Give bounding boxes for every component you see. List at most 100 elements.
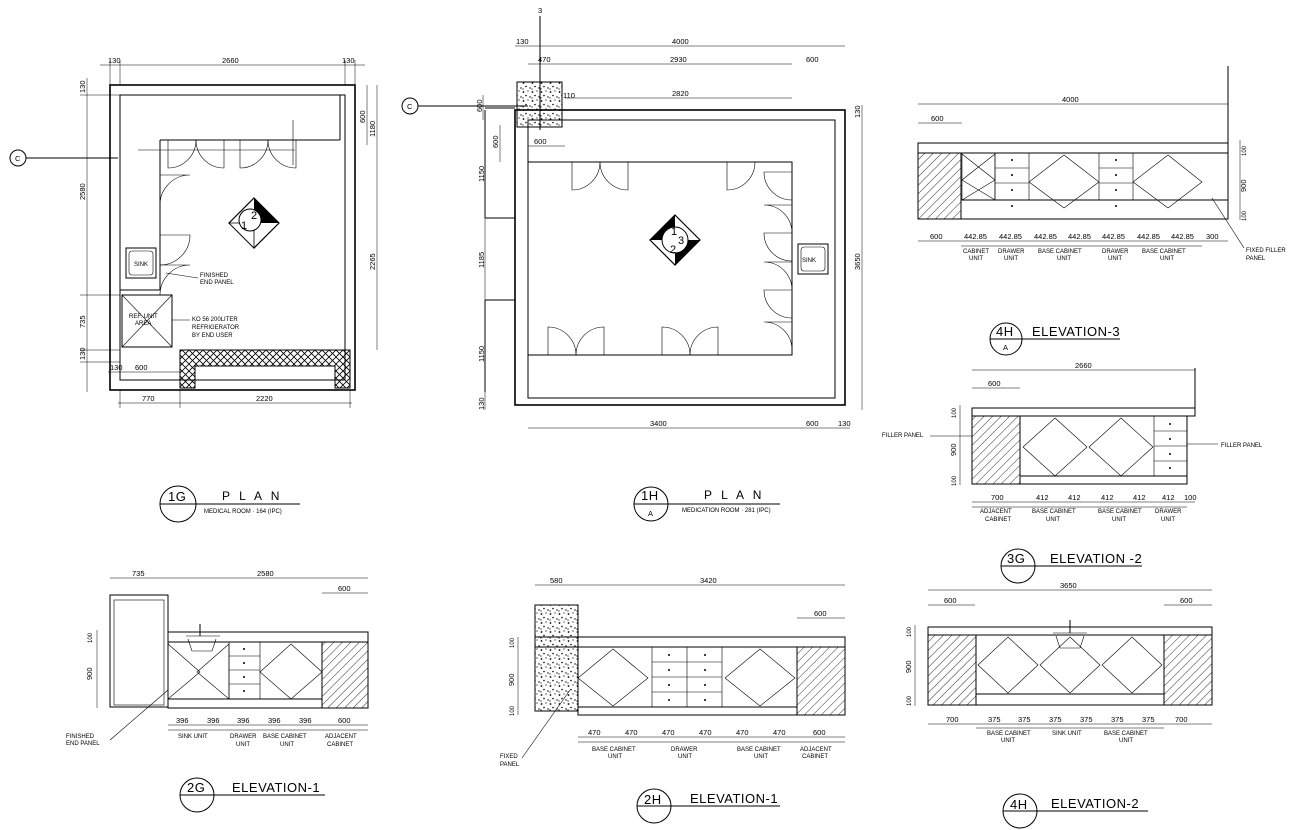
title-elevation-1-2h: 2H ELEVATION-1 xyxy=(636,788,780,824)
svg-text:4H: 4H xyxy=(996,324,1014,339)
svg-text:1185: 1185 xyxy=(477,252,486,268)
svg-text:2660: 2660 xyxy=(222,56,239,65)
svg-text:C: C xyxy=(407,102,413,111)
svg-text:1H: 1H xyxy=(641,488,659,503)
svg-text:375: 375 xyxy=(988,715,1001,724)
section-callout-diamond-h: 1 3 2 xyxy=(649,214,701,266)
svg-text:PANEL: PANEL xyxy=(1246,256,1266,262)
svg-text:3G: 3G xyxy=(1007,551,1025,566)
svg-text:ELEVATION-1: ELEVATION-1 xyxy=(690,791,778,806)
svg-text:1180: 1180 xyxy=(368,121,377,137)
svg-text:600: 600 xyxy=(806,55,819,64)
svg-text:412: 412 xyxy=(1036,493,1049,502)
svg-text:3: 3 xyxy=(538,6,542,15)
svg-text:396: 396 xyxy=(237,716,250,725)
svg-text:470: 470 xyxy=(699,728,712,737)
elevation-3: 4000 600 100 900 100 600 442.85 442.85 4… xyxy=(917,66,1286,262)
svg-text:FIXED FILLER: FIXED FILLER xyxy=(1246,248,1286,254)
svg-text:396: 396 xyxy=(299,716,312,725)
svg-text:130: 130 xyxy=(78,80,87,93)
svg-text:300: 300 xyxy=(1206,232,1219,241)
svg-text:1: 1 xyxy=(241,220,247,232)
svg-text:BASE CABINET: BASE CABINET xyxy=(1038,249,1082,255)
title-elevation-2-4h: 4H ELEVATION-2 xyxy=(1002,793,1148,829)
svg-text:UNIT: UNIT xyxy=(1160,256,1174,262)
title-plan-1g: 1G P L A N MEDICAL ROOM · 164 (IPC) xyxy=(159,485,300,523)
svg-text:CABINET: CABINET xyxy=(963,249,989,255)
svg-text:ELEVATION-2: ELEVATION-2 xyxy=(1051,796,1139,811)
elevation-1-2g: 735 2580 600 100 900 396 396 396 396 396… xyxy=(66,569,369,748)
svg-text:1G: 1G xyxy=(168,489,186,504)
svg-text:470: 470 xyxy=(736,728,749,737)
svg-text:KO 56 200LITER: KO 56 200LITER xyxy=(192,317,238,323)
title-elevation-2-3g: 3G ELEVATION -2 xyxy=(1000,548,1142,584)
svg-text:BASE CABINET: BASE CABINET xyxy=(987,731,1031,737)
svg-text:4000: 4000 xyxy=(1062,95,1079,104)
svg-text:UNIT: UNIT xyxy=(1119,738,1133,744)
svg-text:A: A xyxy=(648,509,653,518)
svg-text:CABINET: CABINET xyxy=(802,754,828,760)
svg-text:UNIT: UNIT xyxy=(1004,256,1018,262)
svg-text:130: 130 xyxy=(516,37,529,46)
title-elevation-1-2g: 2G ELEVATION-1 xyxy=(179,777,325,813)
sink-label: SINK xyxy=(134,262,148,268)
svg-text:BASE CABINET: BASE CABINET xyxy=(1032,509,1076,515)
svg-text:110: 110 xyxy=(563,91,575,100)
svg-text:ADJACENT: ADJACENT xyxy=(800,747,832,753)
svg-text:2580: 2580 xyxy=(257,569,274,578)
svg-text:4H: 4H xyxy=(1010,797,1028,812)
svg-text:700: 700 xyxy=(1175,715,1188,724)
svg-text:375: 375 xyxy=(1111,715,1124,724)
svg-text:100: 100 xyxy=(952,407,958,418)
svg-text:470: 470 xyxy=(625,728,638,737)
svg-text:UNIT: UNIT xyxy=(236,742,250,748)
svg-text:2: 2 xyxy=(670,244,676,256)
svg-text:ELEVATION -2: ELEVATION -2 xyxy=(1050,551,1142,566)
svg-text:3400: 3400 xyxy=(650,419,667,428)
svg-text:MEDICAL ROOM · 164 (IPC): MEDICAL ROOM · 164 (IPC) xyxy=(204,509,282,515)
svg-text:BASE CABINET: BASE CABINET xyxy=(1142,249,1186,255)
svg-text:BASE CABINET: BASE CABINET xyxy=(263,734,307,740)
elevation-2-3g: 2660 600 100 900 100 FILLER PANEL FILLER… xyxy=(882,361,1263,523)
svg-text:600: 600 xyxy=(534,137,547,146)
svg-text:600: 600 xyxy=(931,114,944,123)
svg-text:PANEL: PANEL xyxy=(500,762,520,768)
svg-text:UNIT: UNIT xyxy=(608,754,622,760)
svg-text:3420: 3420 xyxy=(700,576,717,585)
svg-text:412: 412 xyxy=(1068,493,1081,502)
svg-text:900: 900 xyxy=(904,660,913,673)
section-callout-diamond: 2 1 xyxy=(228,197,280,249)
svg-text:ELEVATION-3: ELEVATION-3 xyxy=(1032,324,1120,339)
svg-text:100: 100 xyxy=(907,626,913,637)
svg-text:412: 412 xyxy=(1101,493,1114,502)
svg-text:442.85: 442.85 xyxy=(964,232,987,241)
svg-text:1150: 1150 xyxy=(477,166,486,182)
svg-text:600: 600 xyxy=(930,232,943,241)
svg-text:3650: 3650 xyxy=(853,253,862,270)
svg-text:375: 375 xyxy=(1018,715,1031,724)
svg-text:BY END USER: BY END USER xyxy=(192,333,233,339)
svg-text:735: 735 xyxy=(78,315,87,328)
svg-text:375: 375 xyxy=(1142,715,1155,724)
svg-text:442.85: 442.85 xyxy=(999,232,1022,241)
svg-text:3650: 3650 xyxy=(1060,581,1077,590)
svg-text:ADJACENT: ADJACENT xyxy=(980,509,1012,515)
svg-text:SINK UNIT: SINK UNIT xyxy=(1052,731,1082,737)
svg-text:100: 100 xyxy=(907,695,913,706)
svg-text:DRAWER: DRAWER xyxy=(1102,249,1129,255)
svg-text:770: 770 xyxy=(142,394,155,403)
svg-text:REF. UNIT: REF. UNIT xyxy=(129,314,158,320)
svg-text:UNIT: UNIT xyxy=(1161,517,1175,523)
svg-text:P L A N: P L A N xyxy=(704,488,764,502)
svg-text:END PANEL: END PANEL xyxy=(66,741,100,747)
svg-text:UNIT: UNIT xyxy=(1112,517,1126,523)
svg-text:130: 130 xyxy=(108,56,121,65)
svg-text:UNIT: UNIT xyxy=(678,754,692,760)
svg-text:442.85: 442.85 xyxy=(1068,232,1091,241)
svg-text:396: 396 xyxy=(268,716,281,725)
svg-text:700: 700 xyxy=(946,715,959,724)
svg-text:MEDICATION ROOM · 281 (IPC): MEDICATION ROOM · 281 (IPC) xyxy=(682,508,771,514)
svg-text:C: C xyxy=(15,154,21,163)
svg-text:442.85: 442.85 xyxy=(1137,232,1160,241)
